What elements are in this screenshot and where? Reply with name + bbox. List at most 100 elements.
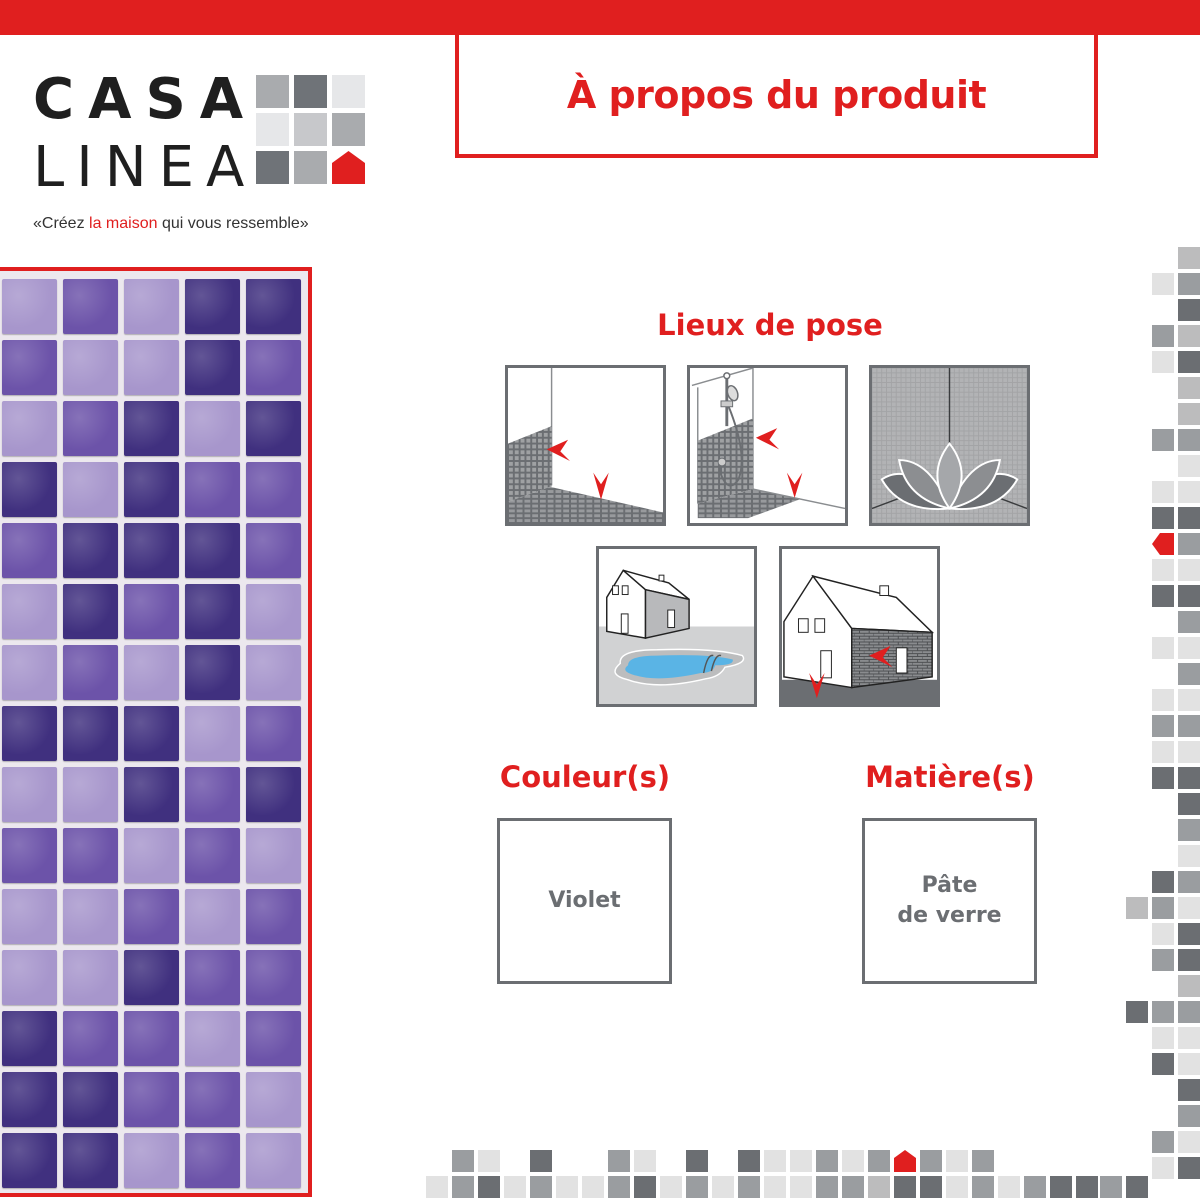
decorative-square xyxy=(1152,351,1174,373)
decorative-square xyxy=(1178,1131,1200,1153)
decorative-square xyxy=(504,1176,526,1198)
decorative-square xyxy=(816,1176,838,1198)
mosaic-tile xyxy=(185,889,240,944)
mosaic-tile xyxy=(63,767,118,822)
decorative-square xyxy=(478,1176,500,1198)
mosaic-tile xyxy=(246,279,301,334)
decorative-square xyxy=(1152,273,1174,295)
mosaic-tile xyxy=(63,1133,118,1188)
tagline-highlight: la maison xyxy=(89,215,158,232)
decorative-square xyxy=(1126,1176,1148,1198)
decorative-square xyxy=(1178,273,1200,295)
mosaic-tile xyxy=(185,706,240,761)
mosaic-tile xyxy=(63,950,118,1005)
mosaic-tile xyxy=(2,279,57,334)
decorative-square xyxy=(1178,845,1200,867)
decorative-square xyxy=(1152,637,1174,659)
mosaic-tile xyxy=(246,767,301,822)
mosaic-tile xyxy=(246,584,301,639)
logo-word-casa: CASA xyxy=(33,67,258,132)
mosaic-tile xyxy=(185,340,240,395)
decorative-square xyxy=(582,1176,604,1198)
decorative-square xyxy=(1152,1157,1174,1179)
mosaic-tile xyxy=(185,767,240,822)
mosaic-tile xyxy=(246,1072,301,1127)
mosaic-tile xyxy=(2,523,57,578)
mosaic-tile xyxy=(124,889,179,944)
decorative-square xyxy=(1100,1176,1122,1198)
decorative-square xyxy=(1178,767,1200,789)
mosaic-product-image xyxy=(0,267,312,1197)
mosaic-tile xyxy=(246,706,301,761)
decorative-square xyxy=(972,1150,994,1172)
material-value-box: Pâte de verre xyxy=(862,818,1037,984)
mosaic-tile xyxy=(185,401,240,456)
mosaic-tile xyxy=(124,584,179,639)
mosaic-tile xyxy=(246,340,301,395)
decorative-square xyxy=(1152,767,1174,789)
tagline-suffix: qui vous ressemble» xyxy=(157,215,309,232)
decorative-square xyxy=(634,1150,656,1172)
decorative-square xyxy=(1152,1001,1174,1023)
decorative-square xyxy=(894,1176,916,1198)
decorative-square xyxy=(1152,949,1174,971)
decorative-square xyxy=(1178,507,1200,529)
mosaic-tile xyxy=(185,1072,240,1127)
mosaic-tile xyxy=(185,523,240,578)
decorative-square xyxy=(1126,897,1148,919)
decorative-square xyxy=(920,1150,942,1172)
mosaic-tile xyxy=(63,1011,118,1066)
decorative-square xyxy=(1152,1053,1174,1075)
decorative-square xyxy=(608,1176,630,1198)
mosaic-tile xyxy=(246,1011,301,1066)
decorative-square xyxy=(426,1176,448,1198)
decorative-square xyxy=(1178,429,1200,451)
mosaic-tile xyxy=(2,340,57,395)
decorative-square xyxy=(1178,455,1200,477)
mosaic-tile xyxy=(2,401,57,456)
mosaic-tile xyxy=(63,706,118,761)
mosaic-tile xyxy=(246,401,301,456)
top-red-bar xyxy=(0,0,1200,35)
mosaic-tile xyxy=(2,645,57,700)
decorative-square xyxy=(1178,923,1200,945)
decorative-square xyxy=(686,1150,708,1172)
decorative-square xyxy=(1178,1079,1200,1101)
pool-house-icon xyxy=(596,546,757,707)
material-title: Matière(s) xyxy=(865,760,1035,794)
mosaic-tile xyxy=(124,1072,179,1127)
decorative-square xyxy=(530,1176,552,1198)
decorative-square xyxy=(1178,1053,1200,1075)
mosaic-tile xyxy=(63,401,118,456)
decorative-square xyxy=(1178,533,1200,555)
decorative-square xyxy=(790,1176,812,1198)
decorative-square xyxy=(842,1150,864,1172)
decorative-square xyxy=(764,1176,786,1198)
decorative-square xyxy=(1178,325,1200,347)
decorative-square xyxy=(608,1150,630,1172)
mosaic-tile xyxy=(2,828,57,883)
decorative-square xyxy=(1178,975,1200,997)
mosaic-tile xyxy=(124,523,179,578)
logo-tile-grid-icon xyxy=(256,75,368,187)
decorative-square xyxy=(452,1150,474,1172)
mosaic-tile xyxy=(2,1072,57,1127)
decorative-square xyxy=(478,1150,500,1172)
decorative-square xyxy=(1178,403,1200,425)
decorative-square xyxy=(998,1176,1020,1198)
mosaic-tile xyxy=(124,1133,179,1188)
decorative-square xyxy=(1178,1027,1200,1049)
mosaic-tile xyxy=(185,645,240,700)
mosaic-tile xyxy=(63,584,118,639)
decorative-square xyxy=(1178,1105,1200,1127)
decorative-square xyxy=(1178,377,1200,399)
decorative-square xyxy=(946,1150,968,1172)
color-value-box: Violet xyxy=(497,818,672,984)
decorative-square xyxy=(1178,559,1200,581)
mosaic-tile xyxy=(124,950,179,1005)
mosaic-tile xyxy=(2,1133,57,1188)
decorative-square xyxy=(1024,1176,1046,1198)
mosaic-tile xyxy=(124,767,179,822)
mosaic-tile xyxy=(185,462,240,517)
exterior-wall-house-icon xyxy=(779,546,940,707)
